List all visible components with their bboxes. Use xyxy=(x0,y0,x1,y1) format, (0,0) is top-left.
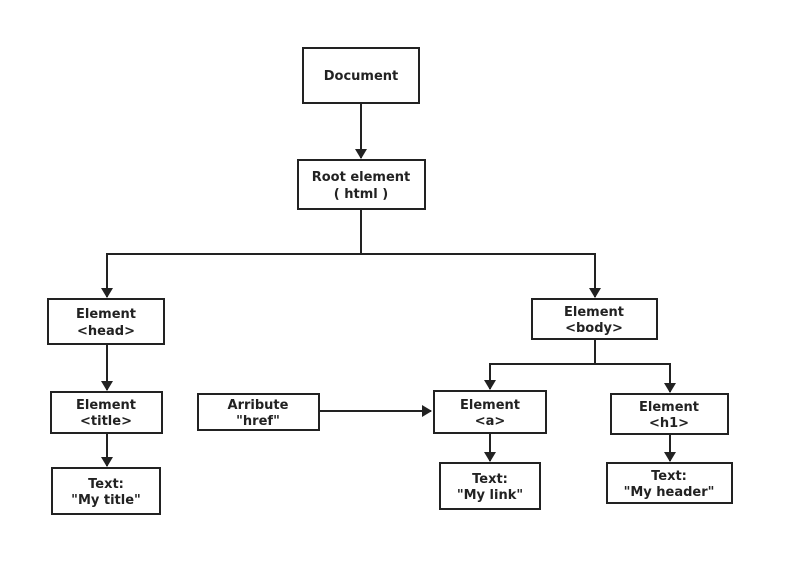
node-a-line-1: Element xyxy=(460,398,520,413)
node-a-text-line-1: Text: xyxy=(472,472,508,487)
node-body-line-2: <body> xyxy=(565,321,623,336)
node-title-line-1: Element xyxy=(76,398,136,413)
node-text-my-link: Text: "My link" xyxy=(439,462,541,510)
node-document-line-1: Document xyxy=(324,69,399,84)
edge-root-body xyxy=(361,253,601,298)
edge-body-h1 xyxy=(595,363,676,393)
node-element-title: Element <title> xyxy=(50,391,163,434)
node-element-body: Element <body> xyxy=(531,298,658,340)
edge-root-head xyxy=(101,209,362,298)
node-href-line-2: "href" xyxy=(236,414,280,429)
node-a-text-line-2: "My link" xyxy=(457,488,523,503)
node-h1-text-line-1: Text: xyxy=(651,469,687,484)
node-document: Document xyxy=(302,47,420,104)
node-root-line-2: ( html ) xyxy=(334,187,388,202)
node-head-line-1: Element xyxy=(76,307,136,322)
node-h1-text-line-2: "My header" xyxy=(624,485,715,500)
node-head-line-2: <head> xyxy=(77,324,135,339)
node-h1-line-2: <h1> xyxy=(649,416,689,431)
node-attribute-href: Arribute "href" xyxy=(197,393,320,431)
node-title-text-line-1: Text: xyxy=(88,477,124,492)
node-title-text-line-2: "My title" xyxy=(71,493,141,508)
node-href-line-1: Arribute xyxy=(228,398,289,413)
edge-body-a xyxy=(484,339,596,390)
node-element-a: Element <a> xyxy=(433,390,547,434)
node-root-line-1: Root element xyxy=(312,170,411,185)
node-text-my-header: Text: "My header" xyxy=(606,462,733,504)
node-a-line-2: <a> xyxy=(475,414,506,429)
node-body-line-1: Element xyxy=(564,305,624,320)
node-element-h1: Element <h1> xyxy=(610,393,729,435)
node-text-my-title: Text: "My title" xyxy=(51,467,161,515)
node-title-line-2: <title> xyxy=(80,414,132,429)
node-element-head: Element <head> xyxy=(47,298,165,345)
node-h1-line-1: Element xyxy=(639,400,699,415)
edges xyxy=(101,103,676,467)
node-root-element: Root element ( html ) xyxy=(297,159,426,210)
